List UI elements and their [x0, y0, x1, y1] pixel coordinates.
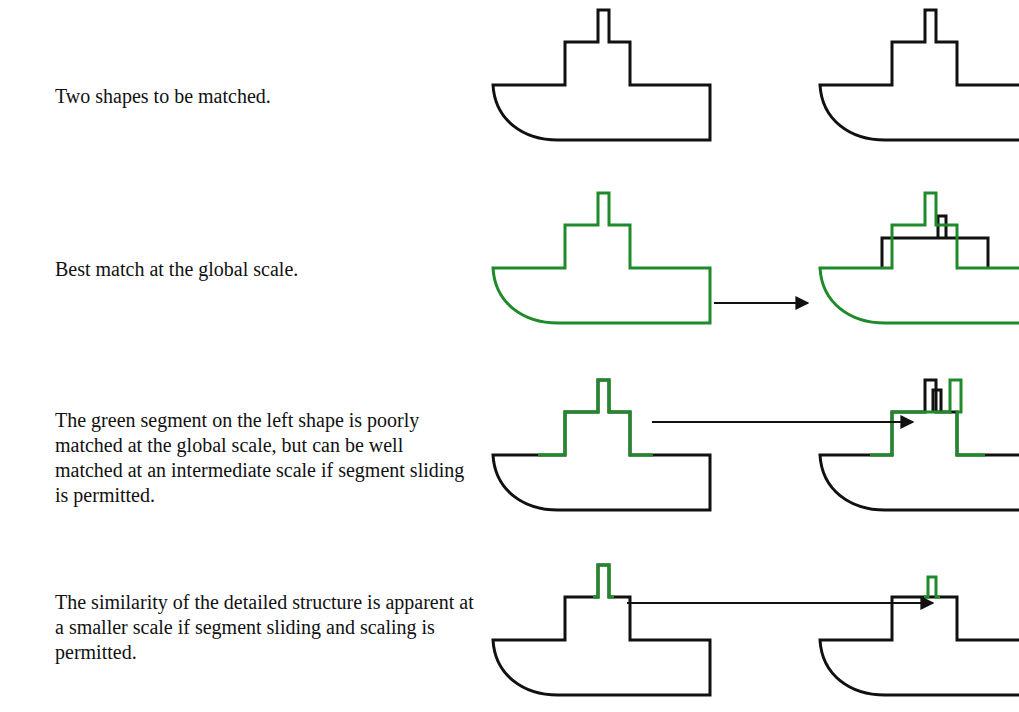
- caption-text: Best match at the global scale.: [55, 257, 475, 282]
- caption-text: Two shapes to be matched.: [55, 84, 475, 109]
- caption-text: The green segment on the left shape is p…: [55, 408, 465, 508]
- caption-text: The similarity of the detailed structure…: [55, 590, 475, 665]
